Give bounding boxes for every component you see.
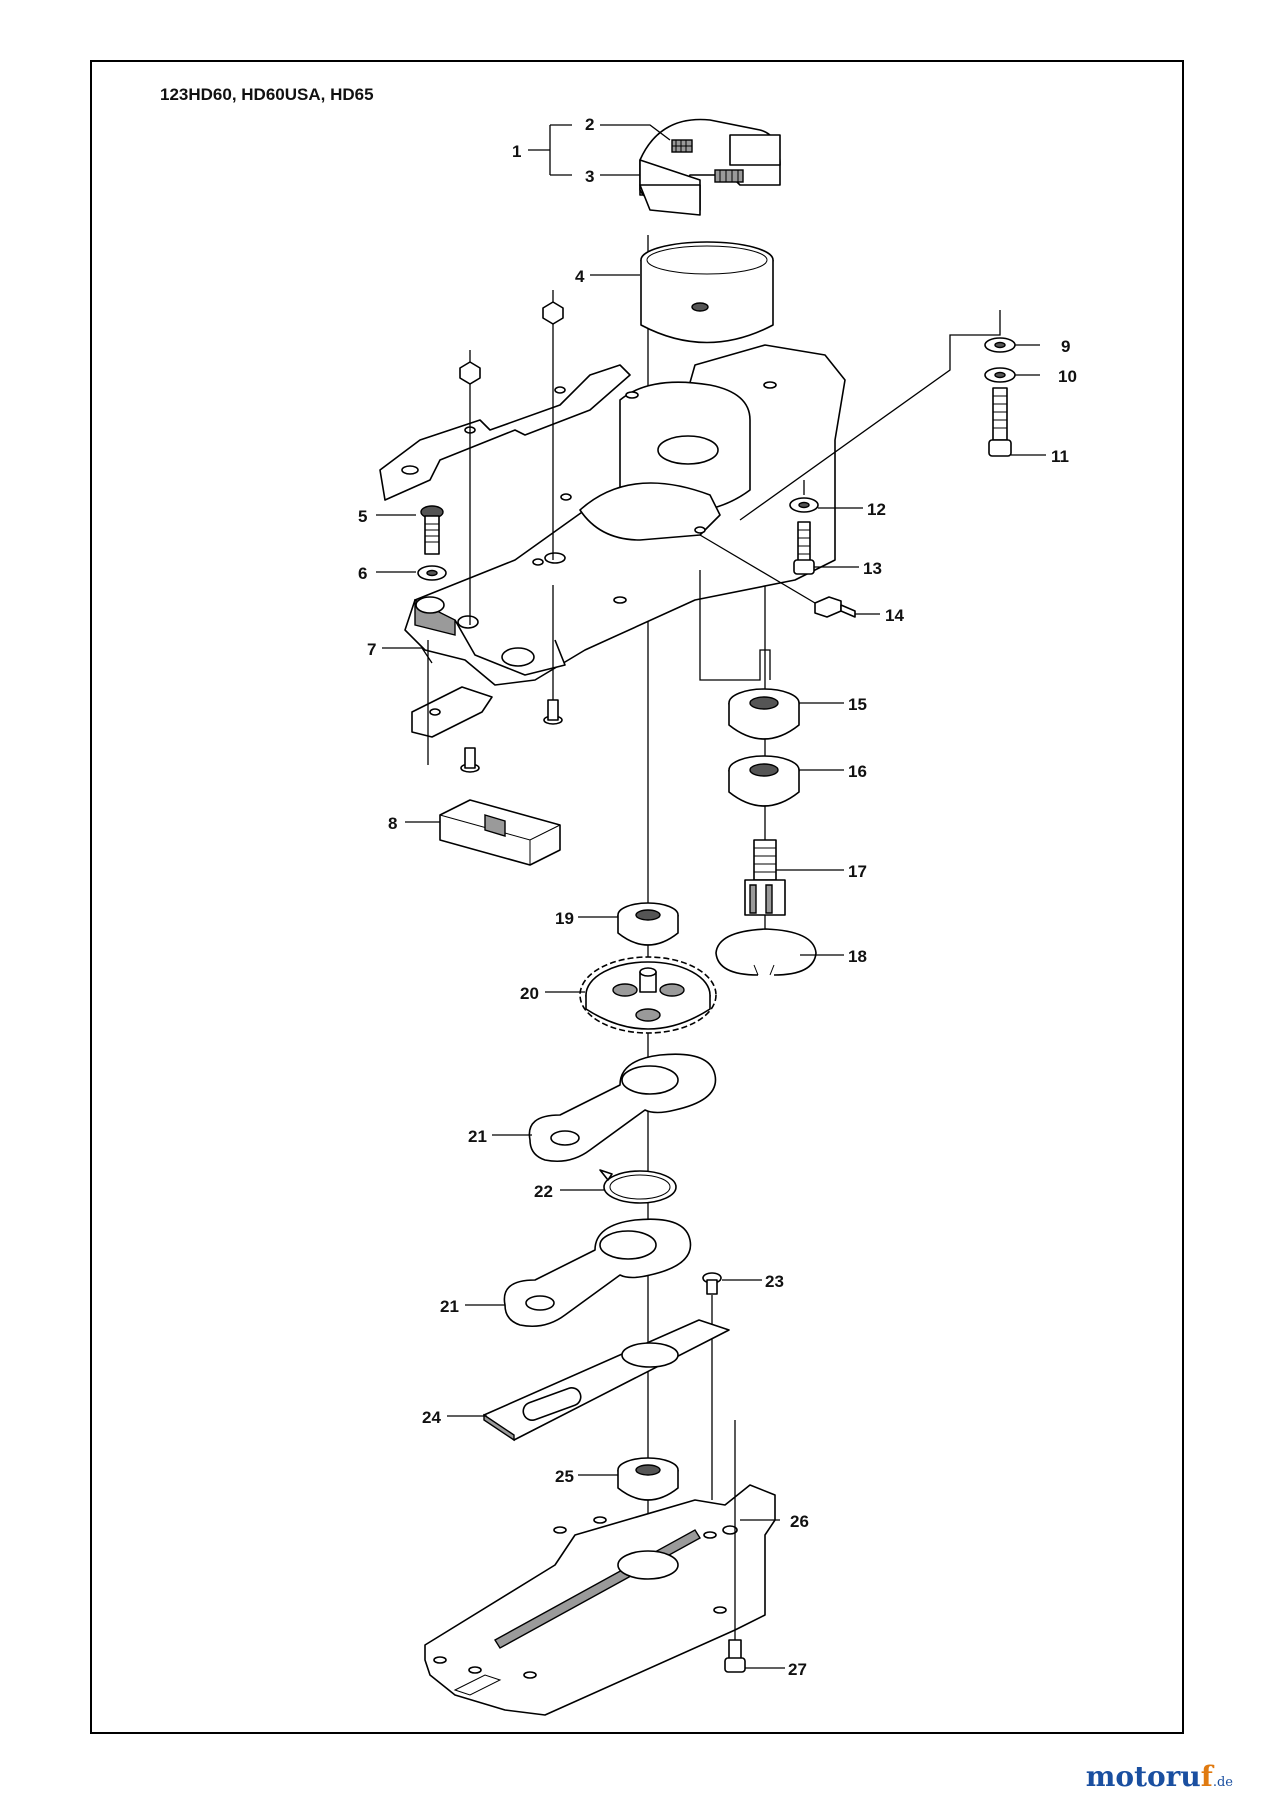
part-bearing-15 [728,688,800,740]
model-title: 123HD60, HD60USA, HD65 [160,85,374,104]
part-lower-screw-1 [543,699,563,725]
callout-4: 4 [575,267,585,286]
part-clutch-assembly [639,118,781,216]
part-grease-nipple-14 [814,596,856,618]
leader-bolt-11-to-housing [739,310,1001,521]
callout-1: 1 [512,142,521,161]
part-retaining-ring-22 [599,1169,677,1204]
brand-suffix: .de [1212,1775,1233,1790]
part-nut-2 [542,301,564,325]
callout-16: 16 [848,762,867,781]
callout-27: 27 [788,1660,807,1679]
callout-12: 12 [867,500,886,519]
callout-17: 17 [848,862,867,881]
brand-logo: motoruf.de [1086,1760,1233,1793]
part-circlip-18 [715,928,817,976]
part-washer-10 [984,367,1016,383]
part-clutch-drum [640,241,774,344]
part-lower-screw-2 [460,747,480,773]
part-washer-6 [417,565,447,581]
callout-2: 2 [585,115,594,134]
callout-23: 23 [765,1272,784,1291]
part-washer-9 [984,337,1016,353]
part-screw-5 [420,505,444,555]
brand-main: motoru [1085,1760,1201,1793]
callout-5: 5 [358,507,367,526]
callout-22: 22 [534,1182,553,1201]
diagram-frame [90,60,1184,1734]
callout-20: 20 [520,984,539,1003]
callout-15: 15 [848,695,867,714]
part-bearing-16 [728,755,800,807]
leader-lines [376,124,1046,1669]
leader-nipple-14 [699,534,816,604]
callout-10: 10 [1058,367,1077,386]
brand-main-f: f [1200,1760,1213,1793]
part-connecting-rod-lower [503,1218,692,1328]
callout-19: 19 [555,909,574,928]
part-bolt-13 [793,521,815,575]
part-bolt-11 [988,387,1012,457]
part-bearing-25 [617,1457,679,1501]
part-plate-24 [483,1319,730,1442]
callout-11: 11 [1051,447,1069,466]
part-gear-housing [404,344,846,686]
callout-21-upper: 21 [468,1127,487,1146]
part-block-8 [439,799,561,866]
part-bearing-19 [617,902,679,946]
callout-6: 6 [358,564,367,583]
callout-7: 7 [367,640,376,659]
part-lower-bracket [411,686,493,738]
part-pinion-17 [744,839,786,916]
callout-3: 3 [585,167,594,186]
callout-14: 14 [885,606,904,625]
callout-25: 25 [555,1467,574,1486]
part-nut-1 [459,361,481,385]
callout-21-lower: 21 [440,1297,459,1316]
part-gear-20 [579,956,717,1034]
callout-labels: 1 2 3 4 5 6 7 8 9 10 11 12 13 14 15 16 1… [358,115,1077,1679]
part-screw-23 [702,1272,722,1295]
leader-housing-to-bearing [699,570,771,681]
part-bolt-27 [724,1639,746,1673]
callout-13: 13 [863,559,882,578]
callout-26: 26 [790,1512,809,1531]
part-washer-12 [789,497,819,513]
callout-18: 18 [848,947,867,966]
callout-24: 24 [422,1408,441,1427]
part-base-plate-26 [424,1484,776,1716]
callout-9: 9 [1061,337,1070,356]
callout-8: 8 [388,814,397,833]
part-connecting-rod-upper [528,1053,717,1163]
part-upper-bracket [379,364,631,501]
